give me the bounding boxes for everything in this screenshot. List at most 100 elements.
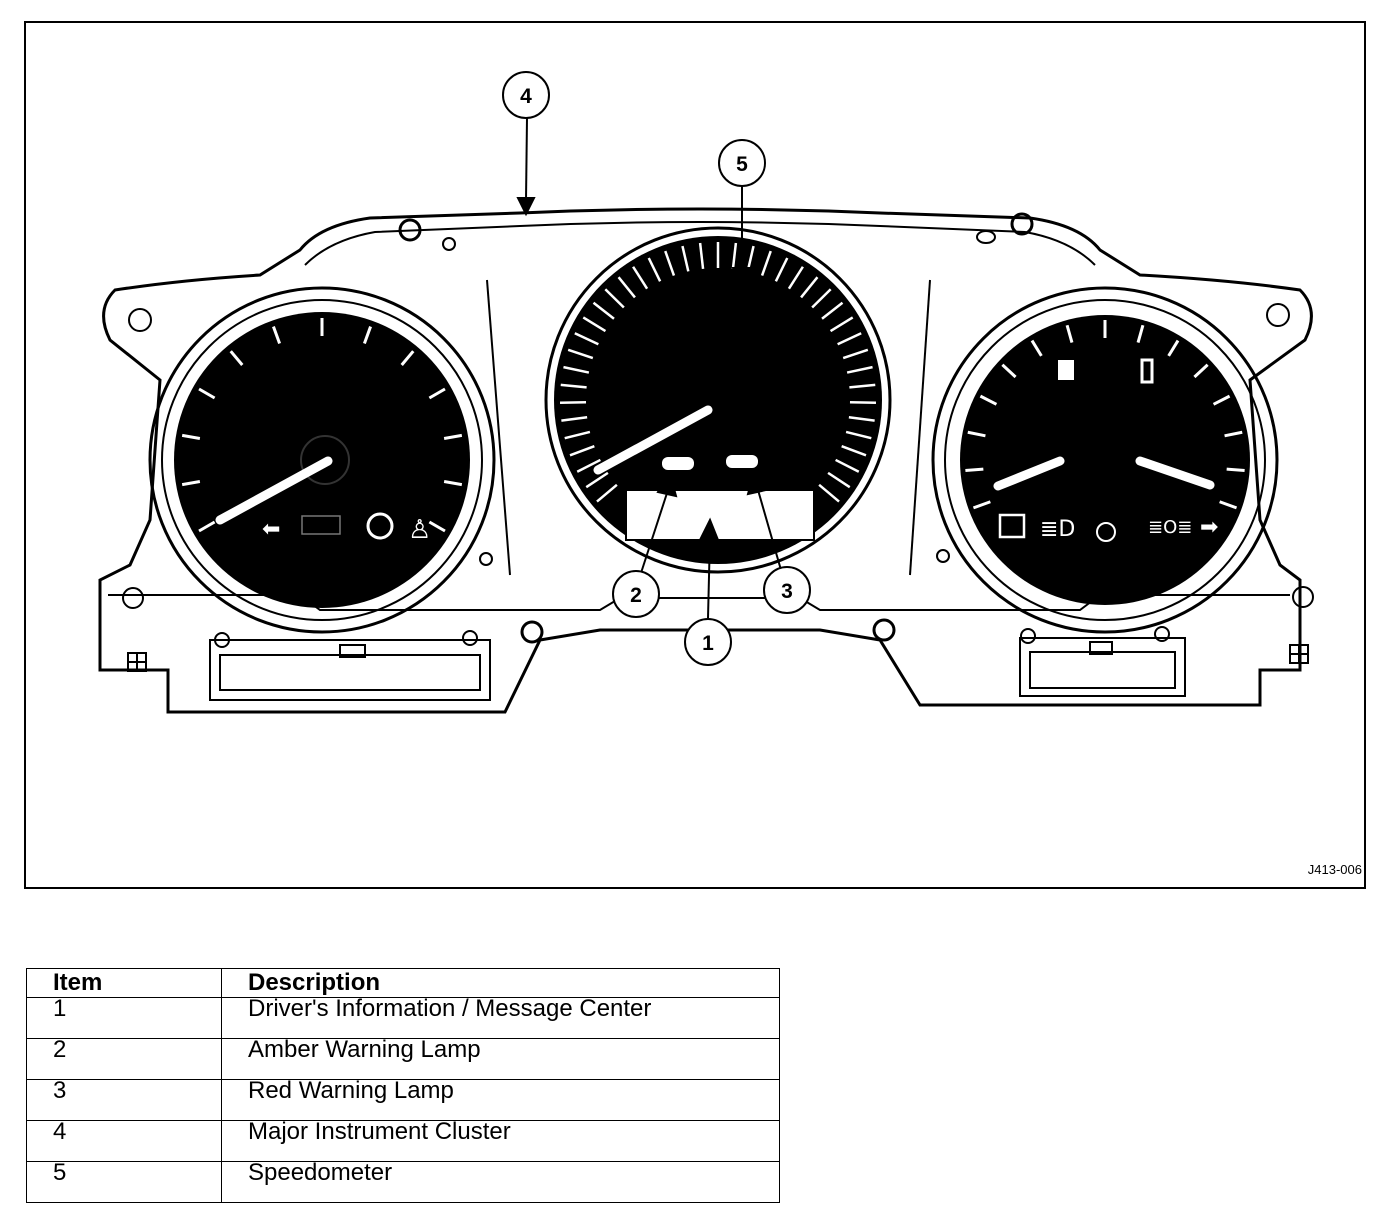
grid-marker	[127, 644, 1309, 672]
fuel-tick	[1001, 363, 1017, 379]
svg-text:4: 4	[520, 85, 532, 108]
tachometer-gauge: ⬅ ♙	[148, 286, 496, 634]
tach-tick	[198, 520, 216, 533]
tach-tick	[198, 387, 216, 400]
speedo-tick	[560, 383, 587, 389]
fuel-tick	[1136, 324, 1145, 343]
legend-item: 3	[27, 1079, 222, 1121]
tach-tick	[400, 350, 415, 366]
seatbelt-icon: ♙	[408, 515, 431, 545]
fuel-tick	[1212, 394, 1231, 406]
check-engine-icon	[301, 515, 341, 535]
speedo-tick	[845, 430, 872, 440]
red-warning-lamp	[726, 455, 758, 468]
fuel-tick	[1226, 467, 1245, 472]
instrument-cluster-diagram: ⬅ ♙ ≣D ≣O≣ ➡	[24, 21, 1366, 889]
fuel-needle	[993, 456, 1065, 491]
bezel-right-divider	[909, 279, 931, 576]
fuel-tick	[1167, 339, 1180, 357]
speedo-tick	[787, 266, 804, 290]
left-arrow-icon: ⬅	[262, 517, 280, 542]
speedo-tick	[821, 301, 844, 320]
fuel-tick	[1224, 430, 1243, 438]
mount-hole	[122, 587, 144, 609]
right-arrow-icon: ➡	[1200, 515, 1218, 540]
legend-row: 4 Major Instrument Cluster	[27, 1120, 779, 1162]
message-center-display	[625, 489, 815, 541]
speedo-tick	[846, 365, 873, 374]
callout-2: 2	[612, 570, 660, 618]
tach-tick	[181, 433, 201, 440]
mount-hole	[1292, 586, 1314, 608]
svg-text:3: 3	[781, 580, 793, 603]
legend-item: 5	[27, 1161, 222, 1203]
speedo-tick	[827, 471, 851, 489]
legend-row: 2 Amber Warning Lamp	[27, 1036, 779, 1080]
callout-5: 5	[718, 139, 766, 187]
tach-tick	[443, 433, 463, 440]
mount-hole	[128, 308, 152, 332]
mount-screw	[1010, 212, 1034, 236]
callout-4: 4	[502, 71, 550, 119]
speedo-tick	[574, 332, 599, 346]
mount-hole	[1266, 303, 1290, 327]
speedo-tick	[563, 365, 590, 374]
speedo-tick	[582, 316, 607, 333]
fuel-tick	[967, 430, 986, 438]
speedo-tick	[632, 266, 649, 290]
tach-needle	[215, 456, 333, 525]
speedo-tick	[731, 242, 738, 269]
tach-tick	[181, 480, 201, 487]
speedo-tick	[567, 348, 594, 360]
fuel-tick	[972, 500, 991, 510]
legend-row: 3 Red Warning Lamp	[27, 1077, 779, 1121]
speedo-tick	[564, 430, 591, 440]
figure-code: J413-006	[1308, 862, 1362, 877]
speedo-tick	[841, 445, 867, 457]
right-connector	[1019, 626, 1186, 697]
speedo-tick	[569, 445, 595, 457]
speedo-tick	[849, 383, 876, 389]
legend-description: Speedometer	[248, 1159, 393, 1186]
legend-header-row: Item Description	[27, 968, 779, 998]
fuel-tick	[1193, 363, 1209, 379]
fuel-tick	[1030, 339, 1043, 357]
svg-text:5: 5	[736, 153, 748, 176]
speedo-tick	[617, 276, 636, 299]
speedo-tick	[647, 257, 662, 282]
legend-description: Amber Warning Lamp	[248, 1036, 481, 1063]
fuel-tick	[1219, 500, 1238, 510]
legend-description: Driver's Information / Message Center	[248, 995, 652, 1022]
bezel-left-divider	[486, 279, 511, 576]
speedo-needle	[593, 405, 713, 475]
speedo-tick	[698, 242, 705, 269]
legend-description: Red Warning Lamp	[248, 1077, 454, 1104]
svg-text:2: 2	[630, 584, 642, 607]
fuel-pump-icon	[1058, 360, 1074, 380]
legend-table: Item Description 1 Driver's Information …	[26, 968, 780, 1203]
temp-needle	[1135, 456, 1215, 490]
tach-tick	[428, 387, 446, 400]
fuel-temp-gauge: ≣D ≣O≣ ➡	[931, 286, 1279, 634]
speedo-tick	[837, 332, 862, 346]
legend-row: 1 Driver's Information / Message Center	[27, 995, 779, 1039]
speedo-tick	[604, 288, 625, 309]
svg-text:1: 1	[702, 632, 714, 655]
brake-warning-icon	[366, 512, 394, 540]
speedo-tick	[585, 471, 609, 489]
speedo-tick	[829, 316, 854, 333]
legend-row: 5 Speedometer	[27, 1159, 779, 1203]
speedo-tick	[681, 245, 690, 272]
amber-warning-lamp	[662, 457, 694, 470]
tach-tick	[229, 350, 244, 366]
legend-item: 2	[27, 1038, 222, 1080]
fuel-tick	[965, 467, 984, 472]
housing-inner-edge	[304, 221, 1096, 266]
legend-item: 4	[27, 1120, 222, 1162]
tach-tick	[272, 326, 281, 344]
tach-tick	[428, 520, 446, 533]
speedo-tick	[835, 458, 860, 473]
left-connector	[209, 630, 491, 701]
mount-screw	[520, 620, 544, 644]
mount-screw	[398, 218, 422, 242]
